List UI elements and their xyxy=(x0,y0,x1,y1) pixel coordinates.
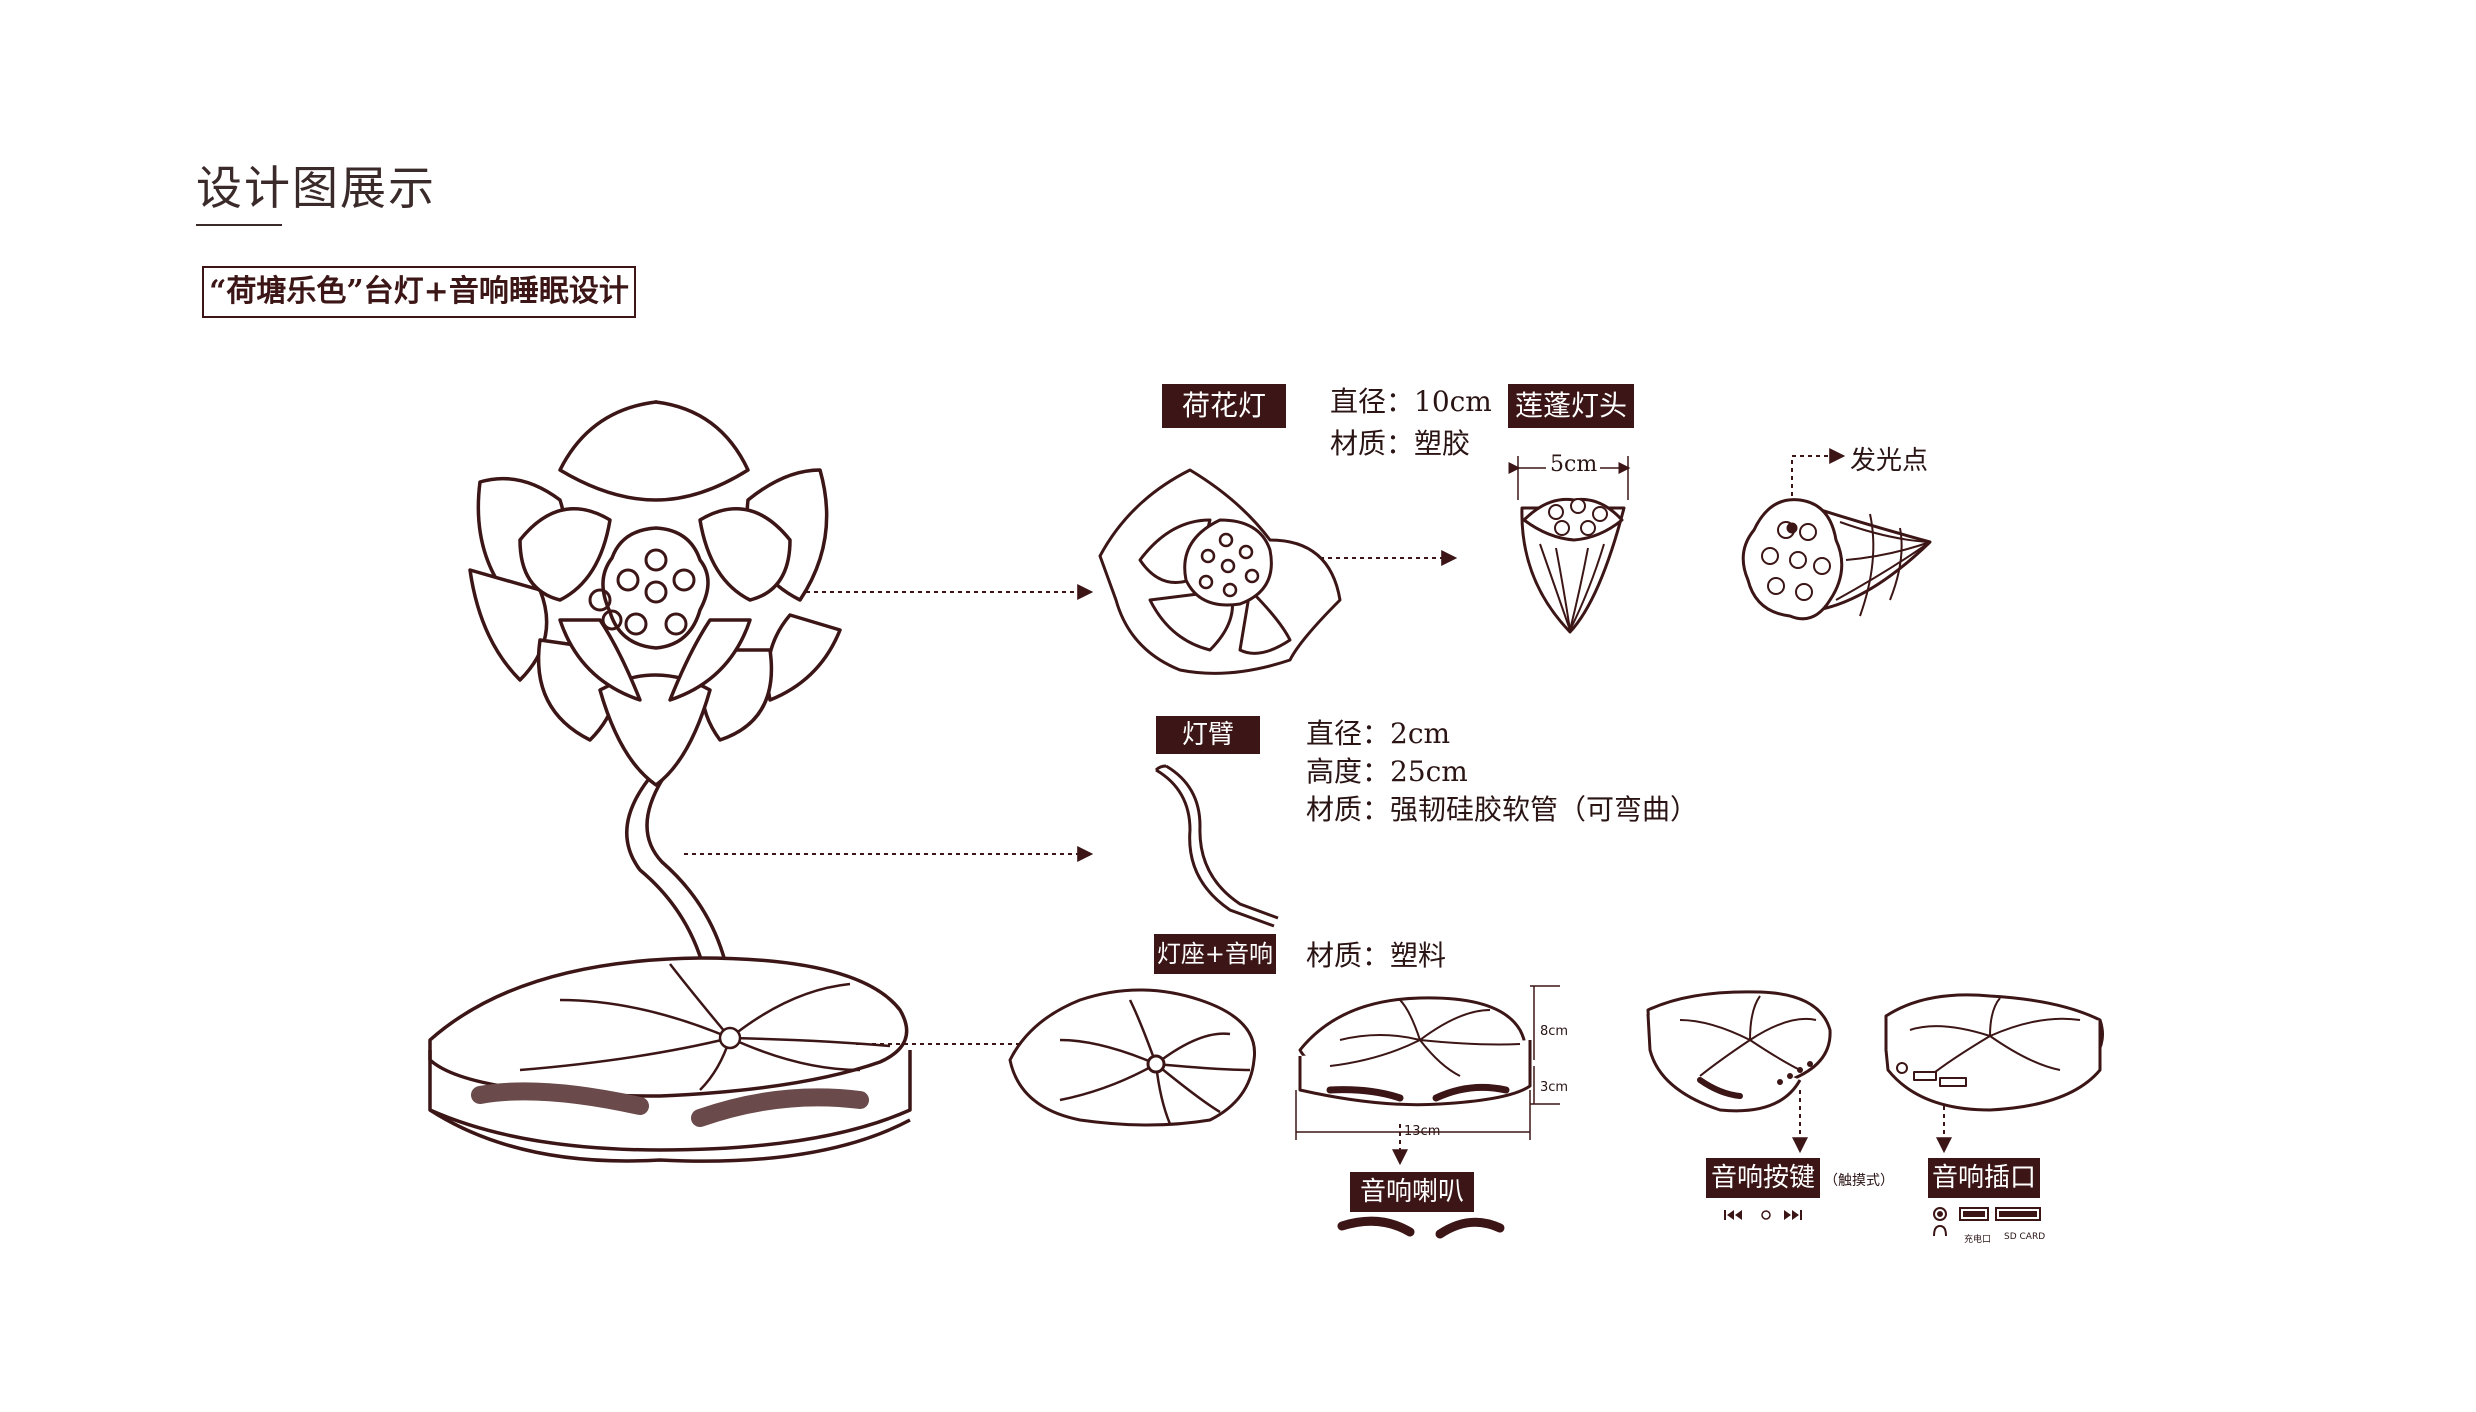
speaker-shapes xyxy=(1337,1216,1505,1239)
title-underline xyxy=(196,224,282,226)
speaker-slot xyxy=(1326,1086,1404,1102)
page-title: 设计图展示 xyxy=(196,161,436,215)
lotus-petal xyxy=(668,618,752,702)
speaker-slot-left xyxy=(471,1082,649,1115)
light-point-marker xyxy=(1786,522,1798,534)
base-material: 材质：塑料 xyxy=(1306,939,1447,972)
lotus-petal xyxy=(765,613,842,702)
base-speaker-tag: 灯座+音响 xyxy=(1154,934,1276,974)
ports-tag: 音响插口 xyxy=(1928,1158,2040,1198)
arm-diameter: 直径：2cm xyxy=(1306,717,1451,750)
usb-port-icon xyxy=(1959,1207,1989,1221)
headphone-icon xyxy=(1933,1224,1947,1237)
buttons-tag: 音响按键 xyxy=(1706,1158,1820,1198)
seedpod-head-perspective xyxy=(1741,498,1932,621)
lotus-petal xyxy=(558,618,642,702)
speaker-slot xyxy=(1432,1083,1510,1102)
sd-card-slot-icon xyxy=(1995,1207,2041,1221)
media-control-icons xyxy=(1724,1210,1802,1220)
base-ports-view xyxy=(1884,993,2104,1112)
lotus-petal xyxy=(598,673,712,787)
headphone-jack-icon xyxy=(1933,1207,1947,1221)
lotus-petal xyxy=(518,507,612,602)
project-subtitle: “荷塘乐色”台灯+音响睡眠设计 xyxy=(202,266,636,318)
base-height-dim: 8cm xyxy=(1540,1024,1569,1039)
base-top-view xyxy=(1008,988,1257,1127)
base-buttons-view xyxy=(1646,990,1832,1113)
lotus-petal xyxy=(698,507,792,602)
lotus-leaf-base xyxy=(428,956,909,1098)
lotus-petal xyxy=(558,400,750,502)
base-thickness-dim: 3cm xyxy=(1540,1080,1569,1095)
speaker-tag: 音响喇叭 xyxy=(1350,1172,1474,1212)
seed-holes xyxy=(588,548,696,636)
seedpod-head-side xyxy=(1517,456,1629,634)
lotus-petal xyxy=(468,568,549,682)
lotus-lamp-detail xyxy=(1098,468,1342,675)
port-icons xyxy=(1933,1207,2041,1237)
lamp-arm-detail xyxy=(1154,764,1279,928)
buttons-note: （触摸式） xyxy=(1824,1173,1894,1189)
lotus-lamp-diameter: 直径：10cm xyxy=(1330,385,1492,418)
sd-card-label: SD CARD xyxy=(2004,1232,2046,1242)
lotus-lamp-material: 材质：塑胶 xyxy=(1330,427,1471,460)
seedpod-width-label: 5cm xyxy=(1550,452,1598,477)
lotus-lamp-tag: 荷花灯 xyxy=(1162,384,1286,428)
base-dimension-lines xyxy=(1295,985,1560,1140)
seedpod-head-tag: 莲蓬灯头 xyxy=(1508,384,1634,428)
arm-material: 材质：强韧硅胶软管（可弯曲） xyxy=(1306,793,1699,826)
charge-port-label: 充电口 xyxy=(1964,1235,1992,1245)
leaf-veins xyxy=(519,963,891,1091)
arm-height: 高度：25cm xyxy=(1306,755,1468,788)
light-point-label: 发光点 xyxy=(1850,446,1929,476)
base-side xyxy=(428,1050,912,1152)
base-dimension-view xyxy=(1298,996,1532,1107)
speaker-slot-right xyxy=(691,1088,869,1127)
lotus-lamp-illustration xyxy=(428,400,912,1163)
arm-tag: 灯臂 xyxy=(1156,716,1260,754)
